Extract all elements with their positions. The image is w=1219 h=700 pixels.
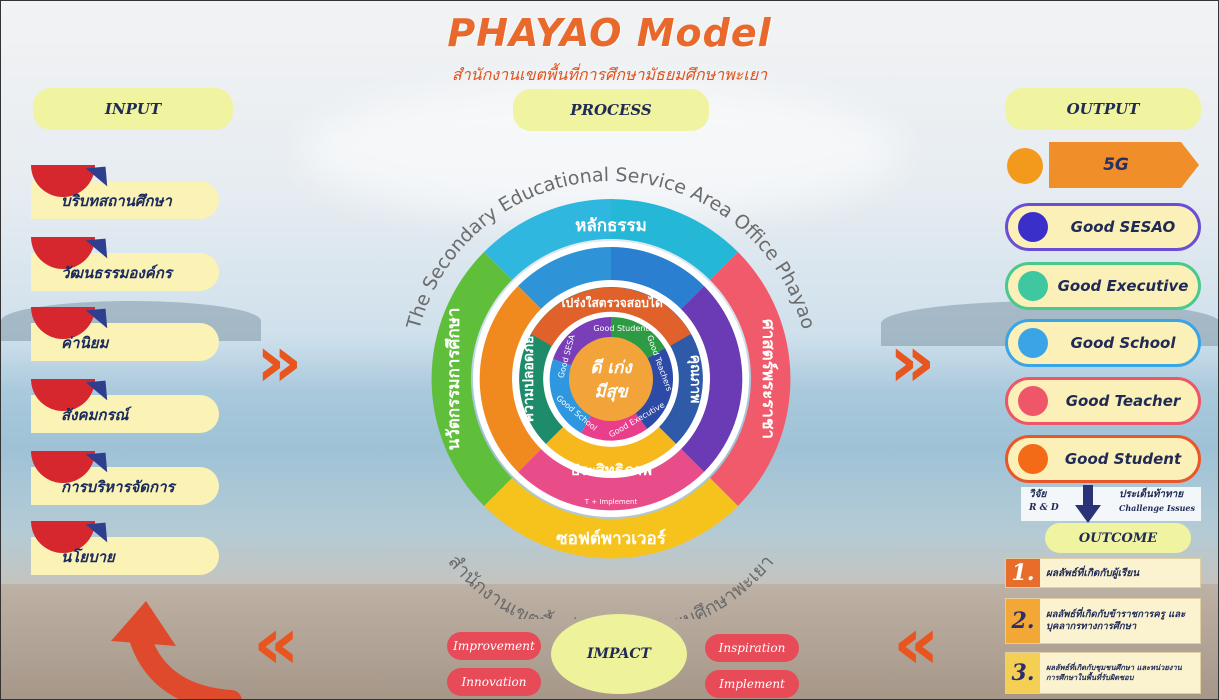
input-item: วัฒนธรรมองค์กร	[31, 229, 219, 291]
output-item: Good Executive	[1005, 262, 1201, 310]
circle-icon	[1018, 328, 1048, 358]
circle-icon	[1018, 271, 1048, 301]
outer-segment-green	[431, 252, 512, 506]
rd-line1: วิจัย	[1029, 489, 1047, 500]
output-item-label: Good Executive	[1057, 277, 1189, 295]
output-item-label: Good Student	[1064, 450, 1182, 468]
curved-arrow-icon	[111, 601, 242, 699]
right-chevron-icon: »	[256, 319, 303, 403]
challenge-line2: Challenge Issues	[1119, 503, 1195, 513]
input-item-label: สังคมกรณ์	[61, 406, 129, 424]
rd-line2: R & D	[1029, 503, 1059, 513]
inner-label: Good Students	[593, 324, 652, 333]
circle-icon	[1018, 444, 1048, 474]
outer-segment-red	[710, 252, 791, 506]
input-item: ค่านิยม	[31, 299, 219, 361]
input-item-label: ค่านิยม	[61, 334, 109, 352]
impact-tag: Implement	[705, 670, 799, 698]
output-item-label: Good Teacher	[1065, 392, 1181, 410]
arc-bottom-text: สำนักงานเขตพื้นที่การศึกษามัธยมศึกษาพะเย…	[444, 551, 779, 619]
outer-label: หลักธรรม	[575, 216, 647, 236]
output-heading: OUTPUT	[1005, 88, 1201, 130]
page-subtitle: สำนักงานเขตพื้นที่การศึกษามัธยมศึกษาพะเย…	[451, 65, 768, 84]
outcome-text: ผลลัพธ์ที่เกิดกับข้าราชการครู และบุคลากร…	[1046, 609, 1186, 632]
outer-label: นวัตกรรมการศึกษา	[444, 308, 464, 451]
input-item-label: วัฒนธรรมองค์กร	[61, 264, 172, 282]
input-item-label: บริบทสถานศึกษา	[61, 192, 172, 210]
bottom-small-label: T + Implement	[584, 498, 638, 506]
orange-dot-icon	[1007, 148, 1043, 184]
outcome-item: 2. ผลลัพธ์ที่เกิดกับข้าราชการครู และบุคลา…	[1005, 598, 1201, 644]
input-item: การบริหารจัดการ	[31, 443, 219, 505]
outcome-text: ผลลัพธ์ที่เกิดกับชุมชนศึกษา และหน่วยงาน …	[1046, 663, 1182, 682]
output-item: Good Teacher	[1005, 377, 1201, 425]
challenge-line1: ประเด็นท้าทาย	[1119, 489, 1184, 500]
left-chevron-icon: «	[893, 601, 940, 685]
left-chevron-icon: «	[253, 601, 300, 685]
blue-triangle-icon	[85, 443, 117, 473]
middle-label: คุณภาพ	[687, 355, 703, 404]
impact-tag: Improvement	[447, 632, 541, 660]
blue-triangle-icon	[85, 513, 117, 543]
output-item-label: Good School	[1070, 334, 1176, 352]
outer-segment-cyan	[611, 199, 738, 280]
input-item: บริบทสถานศึกษา	[31, 157, 219, 219]
outer-segment-yellow	[484, 478, 738, 559]
circle-icon	[1018, 386, 1048, 416]
center-text-line2: มีสุข	[594, 382, 629, 402]
impact-tag: Inspiration	[705, 634, 799, 662]
output-item-label: Good SESAO	[1070, 218, 1176, 236]
middle-label: ประสิทธิภาพ	[570, 461, 652, 479]
input-item: สังคมกรณ์	[31, 371, 219, 433]
outer-label: ศาสตร์พระราชา	[758, 319, 779, 439]
outcome-item: 1. ผลลัพธ์ที่เกิดกับผู้เรียน	[1005, 558, 1201, 588]
input-item-label: การบริหารจัดการ	[61, 478, 175, 496]
wheel-center	[569, 337, 653, 421]
center-text-line1: ดี เก่ง	[590, 358, 633, 378]
right-chevron-icon: »	[889, 319, 936, 403]
input-item-label: นโยบาย	[61, 548, 115, 566]
output-item: Good Student	[1005, 435, 1201, 483]
blue-triangle-icon	[85, 371, 117, 401]
impact-tag: Innovation	[447, 668, 541, 696]
down-arrow-icon	[1075, 485, 1101, 523]
page-title: PHAYAO Model	[447, 11, 772, 55]
middle-label: ความปลอดภัย	[521, 336, 537, 423]
rd-challenge-box	[1021, 487, 1201, 521]
output-item: Good School	[1005, 319, 1201, 367]
outer-label: ซอฟต์พาวเวอร์	[556, 528, 667, 549]
circle-icon	[1018, 212, 1048, 242]
blue-triangle-icon	[85, 229, 117, 259]
outcome-heading: OUTCOME	[1045, 523, 1191, 553]
outcome-item: 3. ผลลัพธ์ที่เกิดกับชุมชนศึกษา และหน่วยงา…	[1005, 652, 1201, 694]
impact-heading: IMPACT	[551, 614, 687, 694]
process-wheel: The Secondary Educational Service Area O…	[402, 164, 819, 619]
output-item: Good SESAO	[1005, 203, 1201, 251]
input-heading: INPUT	[33, 88, 233, 130]
input-item: นโยบาย	[31, 513, 219, 575]
outcome-number: 3.	[1006, 653, 1040, 693]
outcome-number: 2.	[1006, 599, 1040, 643]
5g-banner: 5G	[1049, 142, 1199, 188]
process-heading: PROCESS	[513, 89, 709, 131]
middle-label: โปร่งใสตรวจสอบได้	[558, 295, 663, 310]
outcome-number: 1.	[1006, 559, 1040, 587]
outcome-text: ผลลัพธ์ที่เกิดกับผู้เรียน	[1046, 567, 1140, 579]
blue-triangle-icon	[85, 157, 117, 187]
